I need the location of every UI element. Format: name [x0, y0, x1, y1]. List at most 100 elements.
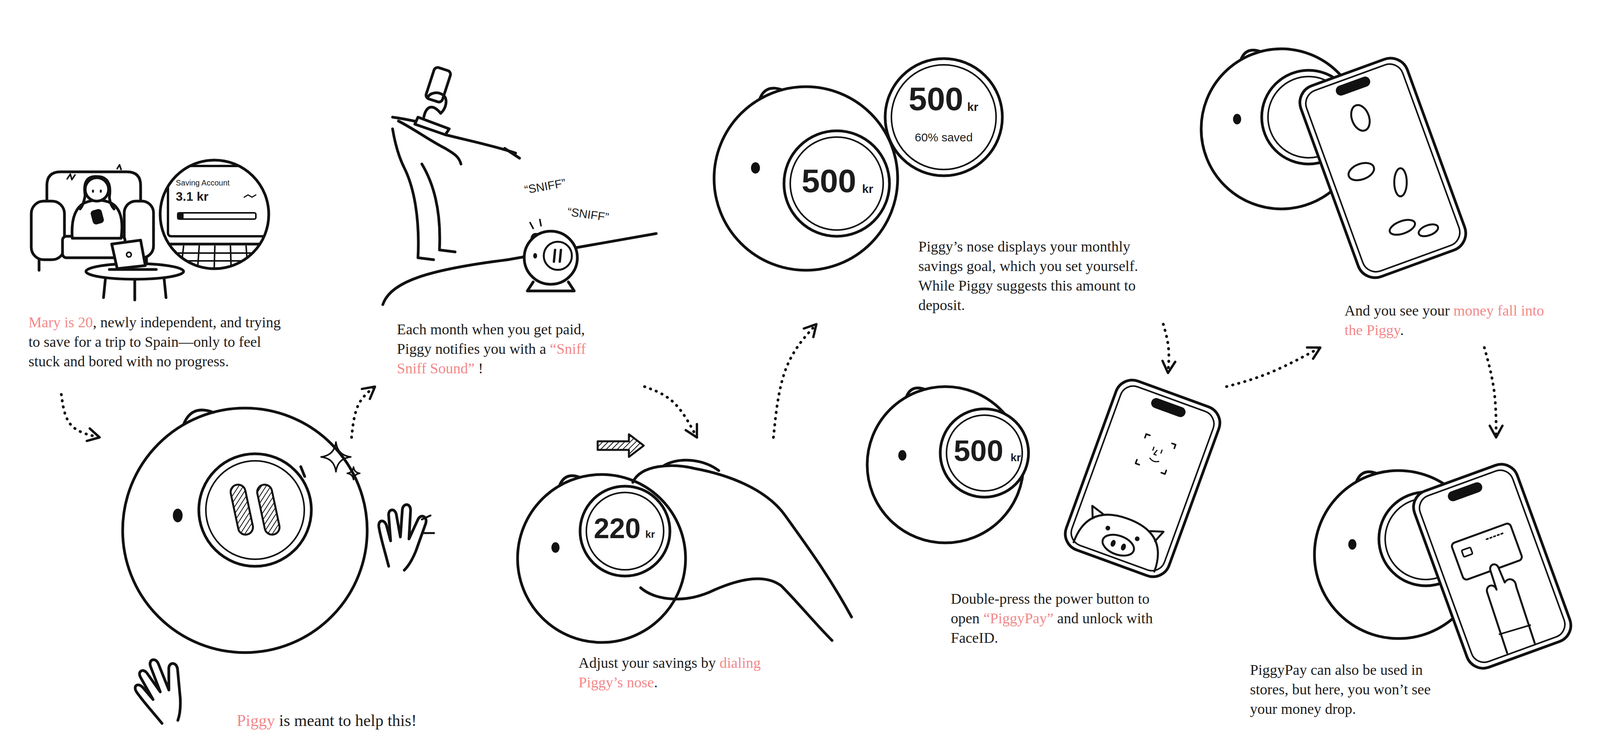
flow-arrow [773, 324, 817, 438]
sketch-stroke [524, 231, 578, 285]
sketch-stroke [126, 252, 132, 258]
arrow-head [685, 424, 697, 438]
display-text: 60% saved [914, 130, 973, 145]
sketch-stroke [1394, 168, 1407, 197]
flow-arrow [1226, 347, 1321, 387]
outer-ring [783, 130, 890, 237]
sketch-stroke [198, 453, 312, 567]
sketch-stroke [427, 92, 447, 114]
sketch-stroke [1241, 50, 1261, 60]
sketch-stroke [244, 194, 256, 198]
text-holder: Adjust your savings by dialing Piggy’s n… [578, 653, 798, 693]
sketch-stroke [167, 166, 282, 237]
sketch-stroke [1446, 481, 1484, 503]
flow-arrow [351, 386, 375, 438]
sketch-stroke [423, 107, 441, 118]
text-holder: PiggyPay can also be used in stores, but… [1250, 660, 1454, 719]
scene-caption: PiggyPay can also be used in stores, but… [1250, 660, 1454, 719]
sketch-stroke [103, 278, 167, 300]
sketch-stroke [117, 164, 122, 170]
display-text: kr [967, 100, 979, 115]
outer-ring [160, 160, 269, 269]
nose-display-scene [714, 86, 898, 271]
sketch-stroke [1349, 540, 1356, 549]
sketch-stroke [1073, 504, 1168, 572]
scene-panel: And you see your money fall into the Pig… [1195, 42, 1555, 348]
double-press-scene [867, 375, 1225, 582]
sketch-stroke [321, 442, 351, 472]
sketch-stroke [1450, 522, 1524, 581]
sketch-stroke [1346, 159, 1377, 184]
caption-highlight: Piggy [236, 711, 275, 730]
text-holder: 500 [898, 80, 974, 118]
mary-armchair-scene [31, 164, 184, 300]
sketch-stroke [183, 410, 214, 425]
inner-ring [891, 64, 997, 170]
scene-caption: Piggy’s nose displays your monthly savin… [918, 236, 1169, 316]
screen-zoom-circle: Saving Account3.1 kr [158, 158, 271, 271]
sketch-stroke [517, 474, 686, 643]
sketch-stroke [300, 466, 305, 477]
zoom-bubble: 500kr 60% saved [883, 56, 1005, 178]
display-text: 500 [801, 162, 857, 200]
caption-run: is meant to help this! [275, 711, 417, 730]
nose-dial: 500 kr [782, 128, 892, 239]
display-text: 3.1 kr [175, 189, 209, 204]
display-text: 220 [593, 512, 641, 545]
dotted-line [644, 386, 697, 438]
scene-panel: Each month when you get paid, Piggy noti… [363, 66, 661, 387]
inner-ring [586, 492, 664, 570]
sketch-stroke [1417, 222, 1440, 239]
sketch-stroke [378, 504, 427, 571]
scene-panel: Mary is 20, newly independent, and tryin… [23, 136, 297, 395]
text-holder: Piggy’s nose displays your monthly savin… [918, 236, 1169, 316]
dotted-line [1226, 347, 1321, 387]
outer-ring [940, 408, 1029, 498]
flow-arrow [1162, 324, 1176, 374]
sketch-stroke [1356, 471, 1377, 483]
sketch-stroke [31, 48, 1576, 732]
sketch-stroke [1149, 447, 1163, 463]
sketch-stroke [1110, 539, 1117, 547]
sketch-stroke [552, 543, 559, 552]
dotted-line [773, 324, 817, 438]
sketch-stroke [1334, 75, 1372, 97]
sketch-stroke [156, 242, 282, 246]
dotted-line [351, 386, 375, 438]
store-payment-scene [1314, 459, 1576, 674]
sketch-stroke [445, 134, 516, 154]
sketch-stroke [1234, 115, 1240, 124]
display-text: kr [862, 182, 874, 197]
sketch-stroke [347, 467, 360, 480]
sketch-stroke [1088, 505, 1164, 543]
sketch-stroke [421, 164, 456, 252]
sketch-stroke [714, 86, 898, 271]
sketch-stroke [640, 578, 833, 641]
scene-caption: Adjust your savings by dialing Piggy’s n… [578, 653, 798, 693]
sketch-stroke [1408, 459, 1576, 674]
nose-dial: 500kr [938, 407, 1031, 500]
text-holder: And you see your money fall into the Pig… [1344, 300, 1548, 340]
sketch-stroke [531, 233, 539, 240]
sketch-stroke [1408, 459, 1576, 674]
sketch-stroke [414, 117, 450, 135]
text-holder: 220 [585, 512, 649, 545]
sketch-stroke [164, 253, 278, 269]
display-text: 500 [908, 80, 964, 118]
display-text: kr [645, 528, 656, 541]
dial-nose-scene [517, 434, 852, 643]
nose-dial: 220 kr [578, 484, 672, 579]
outer-ring [580, 486, 670, 577]
caption-run: Adjust your savings by [578, 654, 720, 672]
text-holder: kr [1010, 451, 1030, 465]
scene-caption: Double-press the power button to open “P… [950, 589, 1162, 648]
sniff-notification-scene [382, 66, 657, 305]
sketch-stroke [1134, 536, 1140, 542]
flow-arrow [61, 394, 100, 442]
sketch-stroke [543, 241, 572, 270]
sketch-stroke [91, 210, 103, 224]
sketch-stroke [906, 387, 925, 398]
